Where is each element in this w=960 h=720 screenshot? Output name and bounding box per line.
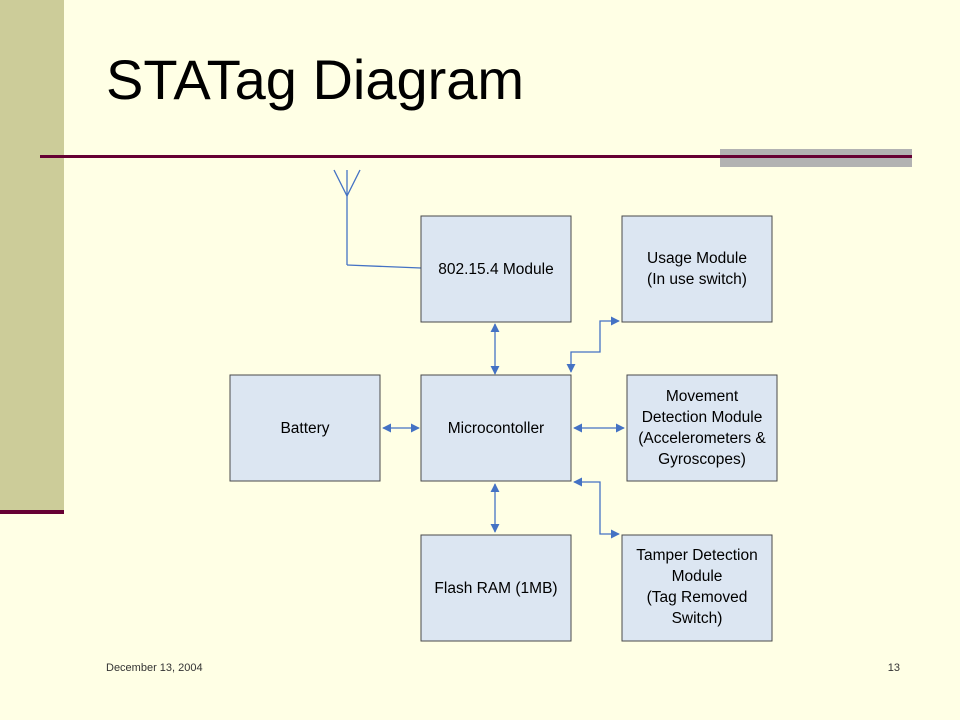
flash-ram-box: Flash RAM (1MB): [420, 534, 572, 642]
movement-module-label-line4: Gyroscopes): [658, 451, 746, 468]
title-rule: [40, 155, 912, 158]
antenna-to-radio-connector: [346, 264, 422, 269]
battery-label: Battery: [280, 420, 329, 437]
title-rule-accent-line: [720, 155, 912, 158]
title-rule-accent: [720, 149, 912, 167]
movement-module-label-line2: Detection Module: [642, 409, 763, 426]
antenna-icon: [333, 169, 361, 265]
movement-module-label-line3: (Accelerometers &: [638, 430, 766, 447]
tamper-module-label-line4: Switch): [672, 610, 723, 627]
movement-module-label-line1: Movement: [666, 388, 739, 405]
tamper-module-label-line3: (Tag Removed: [647, 589, 748, 606]
usage-module-label-line2: (In use switch): [647, 271, 747, 288]
slide-title: STATag Diagram: [106, 48, 525, 111]
usage-module-box: Usage Module (In use switch): [621, 215, 773, 323]
battery-box: Battery: [229, 374, 381, 482]
microcontroller-box: Microcontoller: [420, 374, 572, 482]
tamper-module-box: Tamper Detection Module (Tag Removed Swi…: [621, 534, 773, 642]
left-sidebar-accent: [0, 510, 64, 514]
tamper-module-label-line1: Tamper Detection: [636, 547, 757, 564]
usage-module-label-line1: Usage Module: [647, 250, 747, 267]
left-sidebar-bar: [0, 0, 64, 510]
microcontroller-label: Microcontoller: [448, 420, 544, 437]
mcu-tamper-connector: [573, 477, 620, 539]
mcu-usage-connector: [566, 316, 620, 373]
page-number: 13: [887, 662, 900, 674]
footer-date: December 13, 2004: [106, 662, 203, 674]
flash-ram-label: Flash RAM (1MB): [434, 580, 557, 597]
radio-module-label: 802.15.4 Module: [438, 261, 553, 278]
tamper-module-label-line2: Module: [672, 568, 723, 585]
radio-module-box: 802.15.4 Module: [420, 215, 572, 323]
movement-module-box: Movement Detection Module (Accelerometer…: [626, 374, 778, 482]
